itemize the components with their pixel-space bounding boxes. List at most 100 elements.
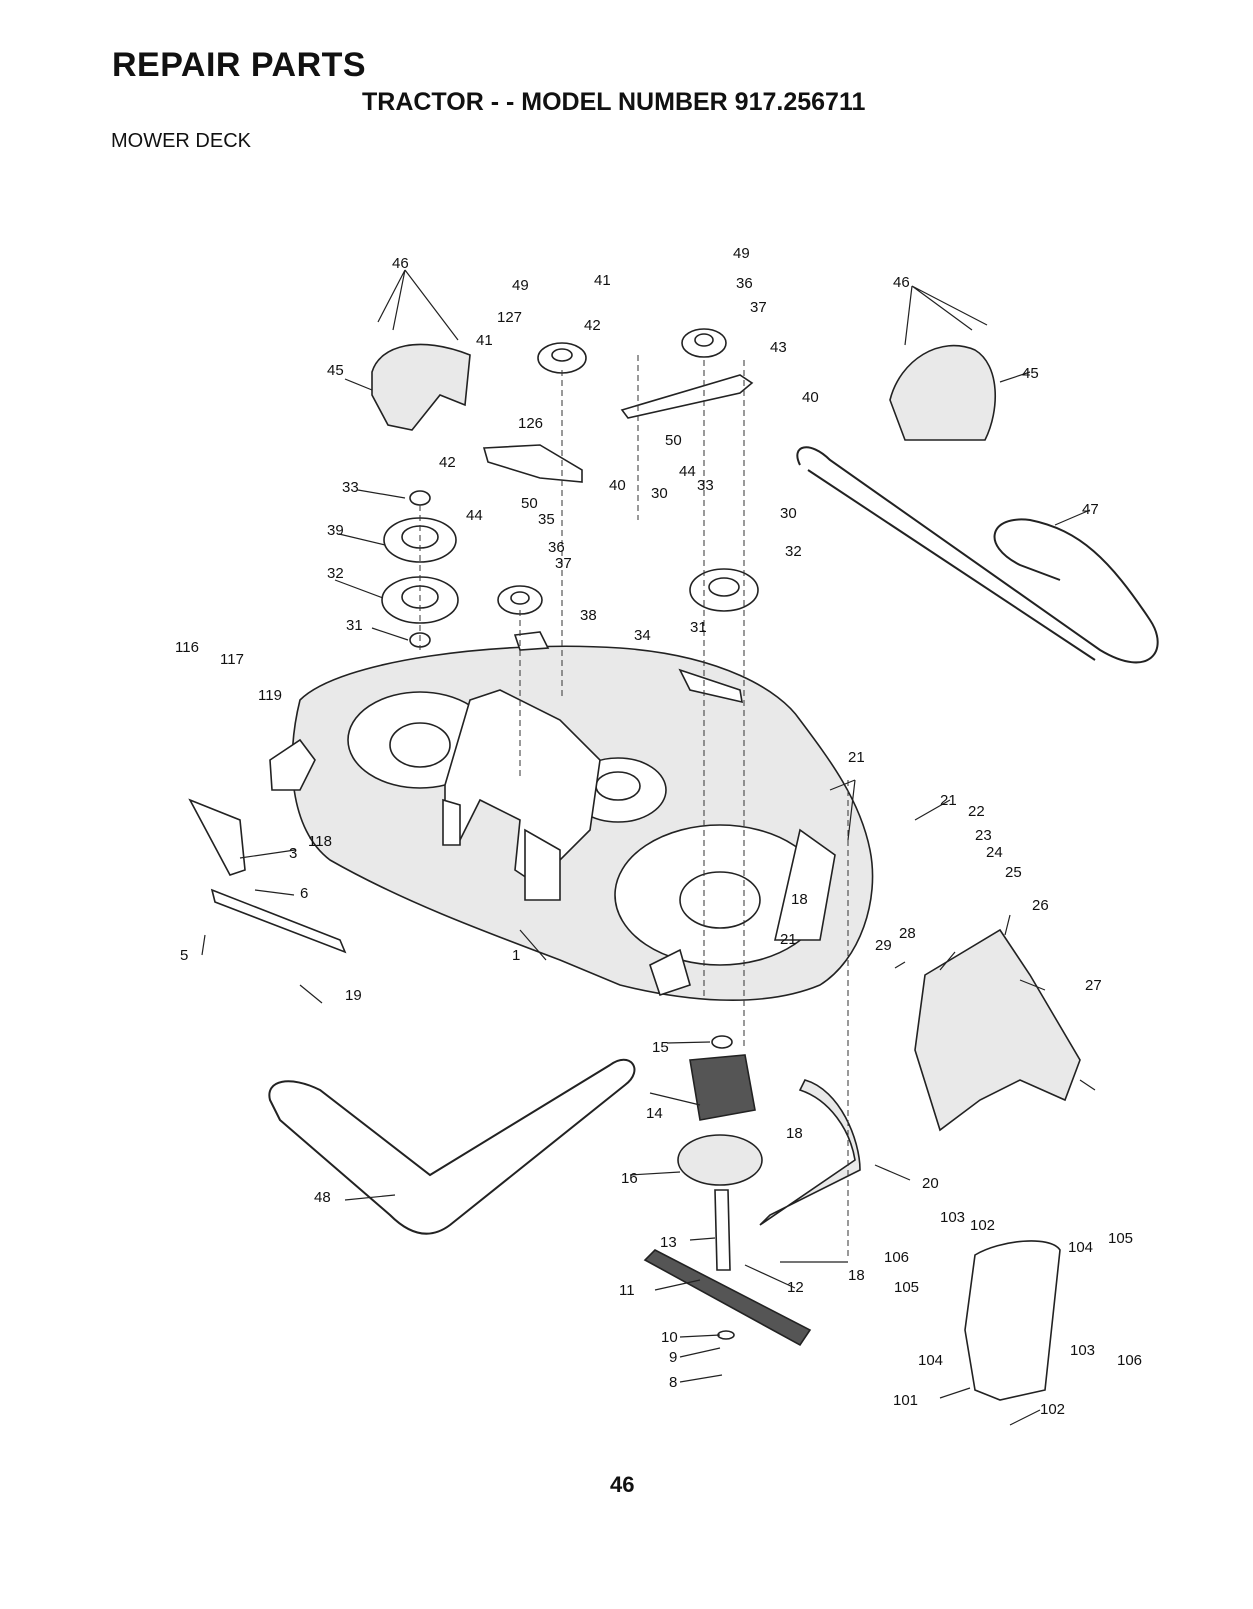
callout-34: 34 xyxy=(634,627,651,644)
callout-37: 37 xyxy=(555,555,572,572)
callout-10: 10 xyxy=(661,1329,678,1346)
section-label: MOWER DECK xyxy=(111,130,251,152)
left-pulley-cover xyxy=(371,343,471,431)
callout-104: 104 xyxy=(918,1352,943,1369)
callout-29: 29 xyxy=(875,937,892,954)
callout-44: 44 xyxy=(679,463,696,480)
callout-118: 118 xyxy=(308,833,332,850)
callout-23: 23 xyxy=(975,827,992,844)
callout-103: 103 xyxy=(1070,1342,1095,1359)
callout-6: 6 xyxy=(300,885,308,902)
spindle-assembly xyxy=(643,1035,812,1347)
callout-117: 117 xyxy=(220,651,244,668)
callout-102: 102 xyxy=(1040,1401,1065,1418)
callout-46: 46 xyxy=(893,274,910,291)
callout-35: 35 xyxy=(538,511,555,528)
center-idler-stack xyxy=(482,342,587,651)
callout-44: 44 xyxy=(466,507,483,524)
callout-47: 47 xyxy=(1082,501,1099,518)
callout-32: 32 xyxy=(327,565,344,582)
callout-28: 28 xyxy=(899,925,916,942)
baffle-rod xyxy=(759,1079,861,1226)
callout-41: 41 xyxy=(594,272,611,289)
callout-12: 12 xyxy=(787,1279,804,1296)
callout-3: 3 xyxy=(289,845,297,862)
callout-30: 30 xyxy=(651,485,668,502)
callout-40: 40 xyxy=(609,477,626,494)
callout-40: 40 xyxy=(802,389,819,406)
callout-105: 105 xyxy=(1108,1230,1133,1247)
callout-13: 13 xyxy=(660,1234,677,1251)
callout-105: 105 xyxy=(894,1279,919,1296)
page-number: 46 xyxy=(610,1472,635,1497)
callout-106: 106 xyxy=(884,1249,909,1266)
callout-45: 45 xyxy=(327,362,344,379)
callout-32: 32 xyxy=(785,543,802,560)
callout-106: 106 xyxy=(1117,1352,1142,1369)
page-title: REPAIR PARTS xyxy=(112,46,367,84)
callout-103: 103 xyxy=(940,1209,965,1226)
callout-25: 25 xyxy=(1005,864,1022,881)
callout-49: 49 xyxy=(512,277,529,294)
callout-31: 31 xyxy=(690,619,707,636)
callout-50: 50 xyxy=(665,432,682,449)
callout-36: 36 xyxy=(736,275,753,292)
callout-37: 37 xyxy=(750,299,767,316)
callout-30: 30 xyxy=(780,505,797,522)
model-subtitle: TRACTOR - - MODEL NUMBER 917.256711 xyxy=(362,88,866,116)
callout-116: 116 xyxy=(175,639,199,656)
mulch-door xyxy=(964,1240,1061,1401)
callout-16: 16 xyxy=(621,1170,638,1187)
callout-27: 27 xyxy=(1085,977,1102,994)
right-pulley-cover xyxy=(889,344,997,441)
callout-46: 46 xyxy=(392,255,409,272)
callout-42: 42 xyxy=(439,454,456,471)
callout-21: 21 xyxy=(848,749,865,766)
callout-39: 39 xyxy=(327,522,344,539)
callout-126: 126 xyxy=(518,415,543,432)
callout-101: 101 xyxy=(893,1392,918,1409)
callout-42: 42 xyxy=(584,317,601,334)
callout-5: 5 xyxy=(180,947,188,964)
callout-14: 14 xyxy=(646,1105,663,1122)
stabilizer-arm xyxy=(188,798,347,954)
right-idler-stack xyxy=(620,328,759,704)
callout-20: 20 xyxy=(922,1175,939,1192)
callout-21: 21 xyxy=(940,792,957,809)
callout-50: 50 xyxy=(521,495,538,512)
callout-26: 26 xyxy=(1032,897,1049,914)
callout-48: 48 xyxy=(314,1189,331,1206)
callout-8: 8 xyxy=(669,1374,677,1391)
discharge-chute xyxy=(914,928,1081,1132)
callout-21: 21 xyxy=(780,931,797,948)
callout-22: 22 xyxy=(968,803,985,820)
callout-119: 119 xyxy=(258,687,282,704)
callout-31: 31 xyxy=(346,617,363,634)
callout-33: 33 xyxy=(697,477,714,494)
callout-102: 102 xyxy=(970,1217,995,1234)
callout-18: 18 xyxy=(786,1125,803,1142)
callout-127: 127 xyxy=(497,309,522,326)
callout-36: 36 xyxy=(548,539,565,556)
lower-belt xyxy=(268,1058,636,1235)
callout-45: 45 xyxy=(1022,365,1039,382)
callout-18: 18 xyxy=(791,891,808,908)
leader-lines xyxy=(201,269,1096,1426)
callout-labels: 46 49 41 49 36 37 127 42 41 43 46 45 45 … xyxy=(175,245,1142,1418)
callout-24: 24 xyxy=(986,844,1003,861)
callout-104: 104 xyxy=(1068,1239,1093,1256)
callout-9: 9 xyxy=(669,1349,677,1366)
callout-41: 41 xyxy=(476,332,493,349)
callout-1: 1 xyxy=(512,947,520,964)
callout-11: 11 xyxy=(619,1282,635,1299)
callout-18: 18 xyxy=(848,1267,865,1284)
callout-38: 38 xyxy=(580,607,597,624)
callout-33: 33 xyxy=(342,479,359,496)
callout-19: 19 xyxy=(345,987,362,1004)
callout-49: 49 xyxy=(733,245,750,262)
callout-15: 15 xyxy=(652,1039,669,1056)
mower-deck xyxy=(269,645,874,1001)
callout-43: 43 xyxy=(770,339,787,356)
